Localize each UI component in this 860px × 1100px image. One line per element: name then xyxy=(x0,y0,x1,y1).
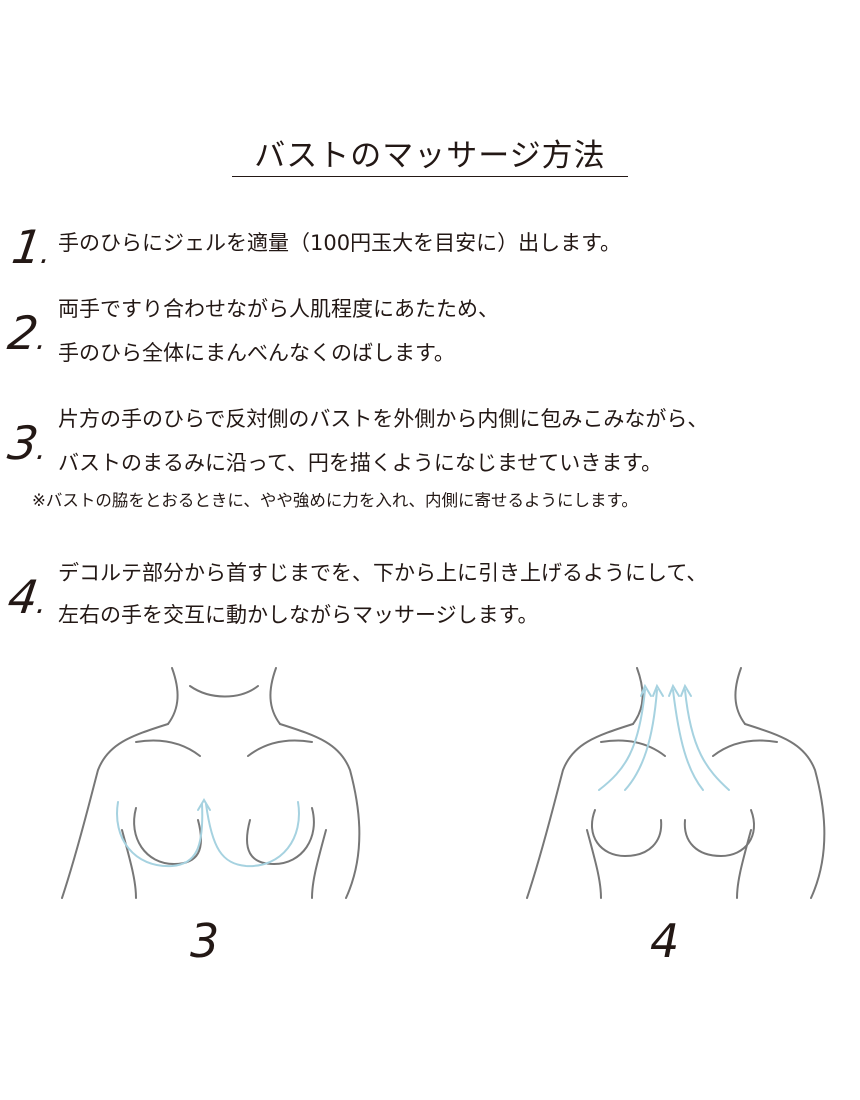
figure-4-label: 4 xyxy=(650,914,680,968)
title-underline xyxy=(232,176,628,177)
step-1-number: 1. xyxy=(8,220,54,277)
step-3-number: 3. xyxy=(4,416,50,473)
figure-3-label: 3 xyxy=(190,914,220,968)
step-4-line-1: デコルテ部分から首すじまでを、下から上に引き上げるようにして、 xyxy=(58,561,708,585)
step-3-note: ※バストの脇をとおるときに、やや強めに力を入れ、内側に寄せるようにします。 xyxy=(32,491,638,510)
step-2-number: 2. xyxy=(4,306,50,363)
step-4-number: 4. xyxy=(4,570,50,627)
step-3-line-2: バストのまるみに沿って、円を描くようになじませていきます。 xyxy=(58,451,663,475)
step-3-line-1: 片方の手のひらで反対側のバストを外側から内側に包みこみながら、 xyxy=(58,407,709,431)
step-2-line-1: 両手ですり合わせながら人肌程度にあたため、 xyxy=(58,297,499,321)
decollete-massage-illustration xyxy=(526,667,826,899)
page-title: バストのマッサージ方法 xyxy=(254,138,606,174)
bust-massage-illustration xyxy=(61,667,361,899)
step-4-line-2: 左右の手を交互に動かしながらマッサージします。 xyxy=(58,603,539,627)
step-1-line-1: 手のひらにジェルを適量（100円玉大を目安に）出します。 xyxy=(58,231,621,255)
step-2-line-2: 手のひら全体にまんべんなくのばします。 xyxy=(58,341,455,365)
